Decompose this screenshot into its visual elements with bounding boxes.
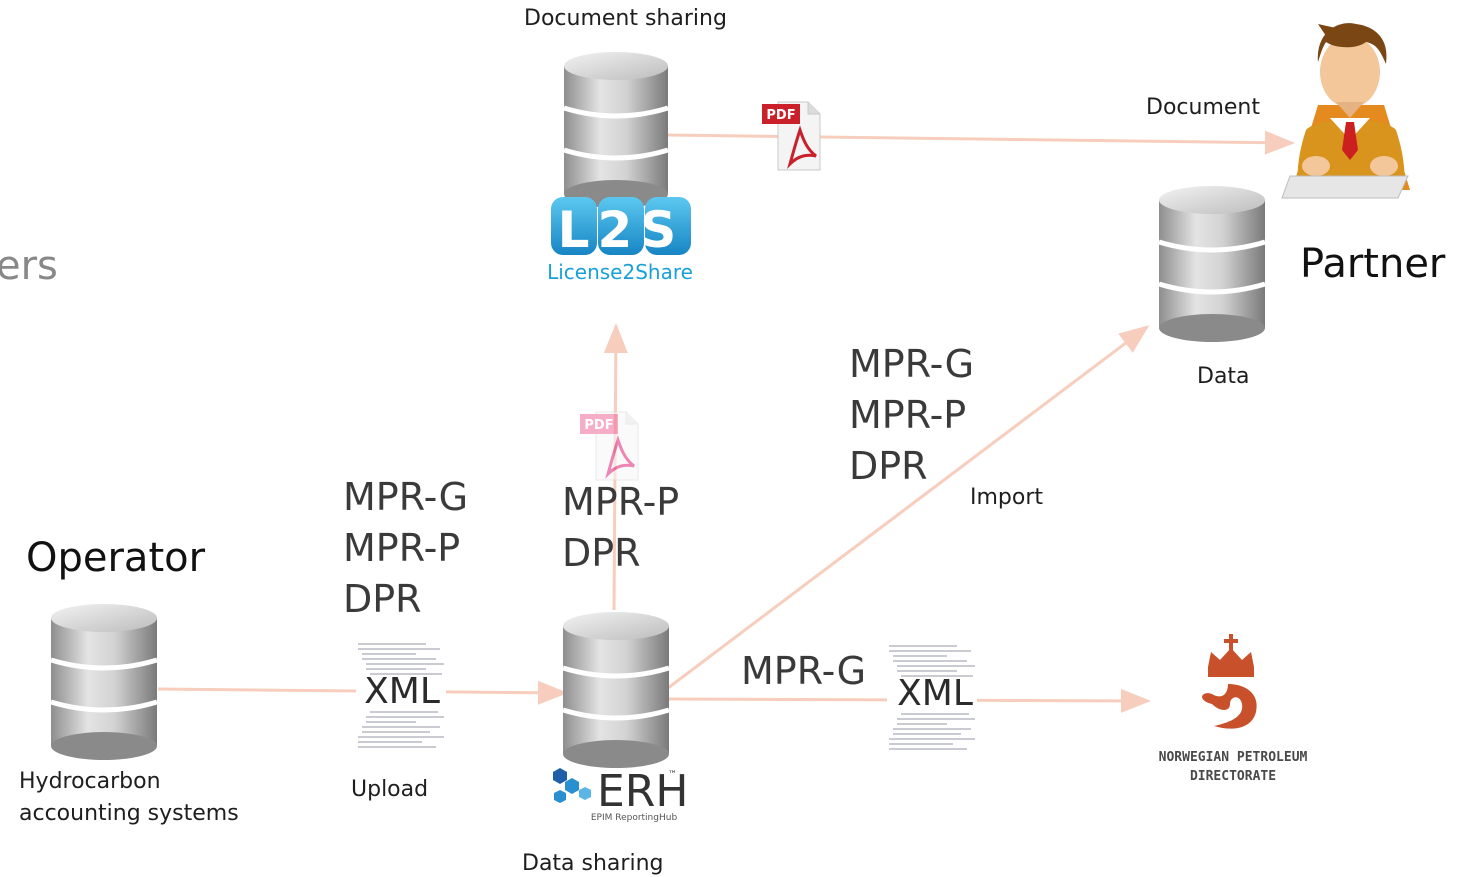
xml-label: XML [364,671,440,712]
label-hydrocarbon-accounting-systems: Hydrocarbon accounting systems [19,769,239,826]
label-upload: Upload [351,777,429,802]
database-icon-partner-data [1158,186,1266,342]
erh-hex-icon [553,768,567,784]
npd-name-line1: NORWEGIAN PETROLEUM [1159,750,1308,765]
label-data: Data [1197,364,1250,389]
xml-document-icon-npd: XML [887,642,977,754]
pdf-label: PDF [584,418,613,433]
npd-logo: NORWEGIAN PETROLEUM DIRECTORATE [1159,634,1308,784]
partner-person-icon [1281,23,1410,199]
l2s-mark: L2S [558,201,685,259]
erh-trademark: ™ [668,770,677,780]
database-icon-data-sharing [562,612,670,768]
erh-mark: ERH [597,766,688,817]
xml-label: XML [897,673,973,714]
stream-to-partner-3: DPR [849,444,928,488]
erh-subtitle: EPIM ReportingHub [591,813,678,823]
label-data-sharing: Data sharing [522,851,664,876]
erh-hex-icon [554,790,566,803]
erh-hex-icon [565,778,579,794]
erh-logo: ERH ™ EPIM ReportingHub [553,766,688,823]
stream-to-l2s-2: DPR [562,531,641,575]
stream-operator-upload-1: MPR-G [343,475,469,519]
arrow-l2s-to-partner [667,130,1295,155]
database-icon-document-sharing [563,52,669,208]
pdf-label: PDF [766,108,795,123]
stream-operator-upload-3: DPR [343,577,422,621]
stream-to-partner-2: MPR-P [849,393,967,437]
label-import: Import [970,485,1044,510]
pdf-icon-to-l2s: PDF [580,411,639,481]
flow-arrows [157,130,1295,713]
label-operator: Operator [26,535,206,581]
label-left-fragment: ers [0,243,58,289]
xml-document-icon-upload: XML [356,640,446,752]
pdf-icon-document: PDF [762,101,821,171]
stream-operator-upload-2: MPR-P [343,526,461,570]
license2share-logo: L2S License2Share [547,197,693,284]
database-icon-operator [50,604,158,760]
l2s-name: License2Share [547,260,693,284]
stream-to-npd: MPR-G [741,649,867,693]
label-document: Document [1146,95,1260,120]
stream-to-l2s-1: MPR-P [562,480,680,524]
npd-name-line2: DIRECTORATE [1190,769,1276,784]
label-document-sharing: Document sharing [524,6,727,31]
arrow-erh-to-partner-data [667,325,1150,690]
label-partner: Partner [1300,241,1446,287]
erh-hex-icon [579,787,591,800]
stream-to-partner-1: MPR-G [849,342,975,386]
